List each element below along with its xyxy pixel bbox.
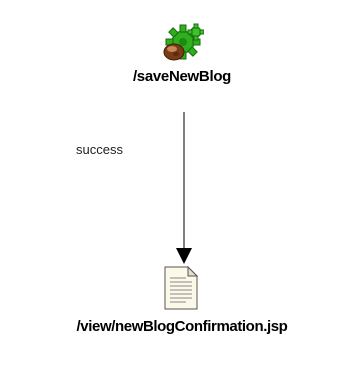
action-node-saveNewBlog[interactable]: /saveNewBlog (130, 22, 234, 92)
action-node-label: /saveNewBlog (132, 68, 232, 85)
transition-arrow[interactable] (176, 112, 192, 264)
gears-icon (160, 22, 205, 66)
document-icon (164, 265, 199, 310)
transition-label-success[interactable]: success (76, 142, 123, 157)
view-node-newBlogConfirmation[interactable]: /view/newBlogConfirmation.jsp (0, 265, 364, 346)
view-node-label: /view/newBlogConfirmation.jsp (76, 318, 288, 335)
